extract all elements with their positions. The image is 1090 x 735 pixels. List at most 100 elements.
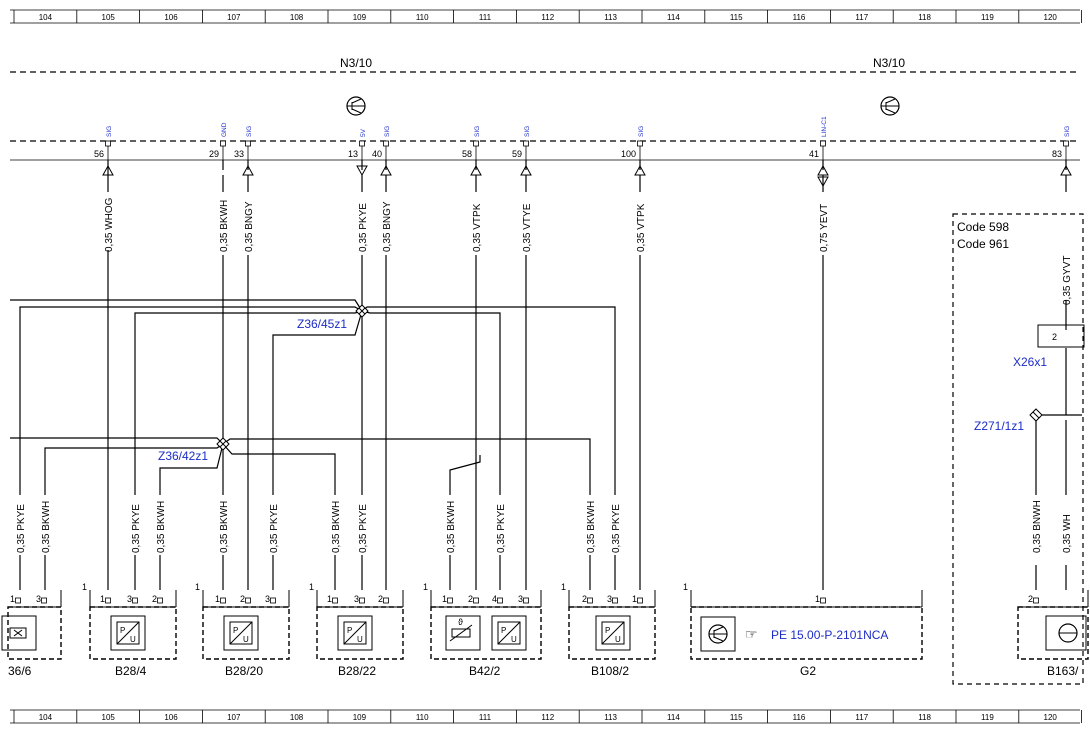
ruler-label: 116 (793, 713, 806, 722)
svg-text:83: 83 (1052, 149, 1062, 159)
connector-x26x1-pin: 2 (1052, 332, 1057, 342)
svg-text:3: 3 (265, 594, 270, 604)
splice-label-z271-1z1[interactable]: Z271/1z1 (974, 419, 1024, 433)
splice-z36-42z1 (216, 437, 230, 451)
ruler-label: 109 (353, 713, 367, 722)
svg-text:1: 1 (100, 594, 105, 604)
svg-text:U: U (130, 635, 136, 644)
svg-text:2: 2 (152, 594, 157, 604)
ruler-label: 116 (793, 13, 806, 22)
ruler-label: 107 (227, 13, 241, 22)
svg-text:SIG: SIG (246, 126, 253, 137)
svg-text:P: P (120, 626, 125, 635)
wire-label: 0,35 BNWH (1032, 500, 1043, 553)
ruler-label: 104 (39, 13, 53, 22)
ruler-label: 106 (164, 13, 178, 22)
control-unit-icon-right (880, 96, 900, 116)
ruler-label: 117 (855, 713, 868, 722)
wire-label: 0,35 BKWH (331, 501, 342, 553)
reference-link[interactable]: PE 15.00-P-2101NCA (771, 628, 888, 642)
svg-text:2: 2 (378, 594, 383, 604)
ruler-label: 118 (918, 13, 931, 22)
wire-label: 0,35 WHOG (104, 197, 115, 252)
g2-ground-icon (700, 616, 736, 652)
component-label: B108/2 (591, 664, 629, 678)
ruler-label: 114 (667, 713, 680, 722)
wire-label: 0,35 BKWH (219, 501, 230, 553)
splice-z271-1z1 (1029, 408, 1043, 422)
svg-text:P: P (233, 626, 238, 635)
ruler-label: 118 (918, 713, 931, 722)
component-label: B42/2 (469, 664, 501, 678)
wire-label: 0,35 PKYE (358, 203, 369, 252)
ruler-label: 107 (227, 713, 241, 722)
wire-label: 0,35 PKYE (16, 504, 27, 553)
svg-text:3: 3 (127, 594, 132, 604)
connector-pin[interactable]: SIG 100 (621, 126, 646, 192)
component-label: B28/4 (115, 664, 147, 678)
splice-label-z36-42z1[interactable]: Z36/42z1 (158, 449, 208, 463)
wire-label: 0,75 YEVT (819, 204, 830, 252)
svg-text:100: 100 (621, 149, 636, 159)
wire-label: 0,35 BKWH (41, 501, 52, 553)
wire-label: 0,35 PKYE (496, 504, 507, 553)
ruler-label: 119 (981, 13, 994, 22)
svg-text:3: 3 (36, 594, 41, 604)
wire-label: 0,35 VTYE (522, 203, 533, 252)
connector-pin[interactable]: SIG 83 (1052, 126, 1072, 192)
svg-text:40: 40 (372, 149, 382, 159)
ruler-label: 111 (479, 713, 492, 722)
module-label-right[interactable]: N3/10 (873, 56, 905, 70)
svg-text:1: 1 (327, 594, 332, 604)
svg-text:U: U (243, 635, 249, 644)
svg-text:ϑ: ϑ (458, 617, 463, 627)
module-label-left[interactable]: N3/10 (340, 56, 372, 70)
svg-text:29: 29 (209, 149, 219, 159)
svg-text:2: 2 (240, 594, 245, 604)
wire-label: 0,35 BKWH (156, 501, 167, 553)
svg-text:SIG: SIG (524, 126, 531, 137)
splice-label-z36-45z1[interactable]: Z36/45z1 (297, 317, 347, 331)
svg-text:33: 33 (234, 149, 244, 159)
svg-text:SIG: SIG (638, 126, 645, 137)
ruler-label: 112 (541, 13, 554, 22)
splice-z36-45z1 (355, 304, 369, 318)
wire-label: 0,35 GYVT (1062, 256, 1073, 305)
svg-text:2: 2 (1028, 594, 1033, 604)
ruler-label: 105 (102, 713, 116, 722)
wire-label: 0,35 WH (1062, 514, 1073, 553)
connector-x26x1-label[interactable]: X26x1 (1013, 355, 1047, 369)
connector-pin[interactable]: SIG 33 (234, 126, 254, 192)
ruler-label: 120 (1044, 713, 1058, 722)
svg-text:1: 1 (309, 582, 314, 592)
svg-text:2: 2 (582, 594, 587, 604)
svg-text:4: 4 (492, 594, 497, 604)
svg-text:2: 2 (468, 594, 473, 604)
ruler-label: 108 (290, 13, 304, 22)
ruler-label: 104 (39, 713, 53, 722)
svg-text:1: 1 (10, 594, 15, 604)
wire-label: 0,35 PKYE (269, 504, 280, 553)
component-label: B28/20 (225, 664, 263, 678)
svg-text:41: 41 (809, 149, 819, 159)
pointer-hand-icon: ☞ (745, 626, 758, 642)
svg-text:SIG: SIG (1064, 126, 1071, 137)
ruler-label: 117 (855, 13, 868, 22)
connector-x26x1-box (1037, 324, 1085, 348)
